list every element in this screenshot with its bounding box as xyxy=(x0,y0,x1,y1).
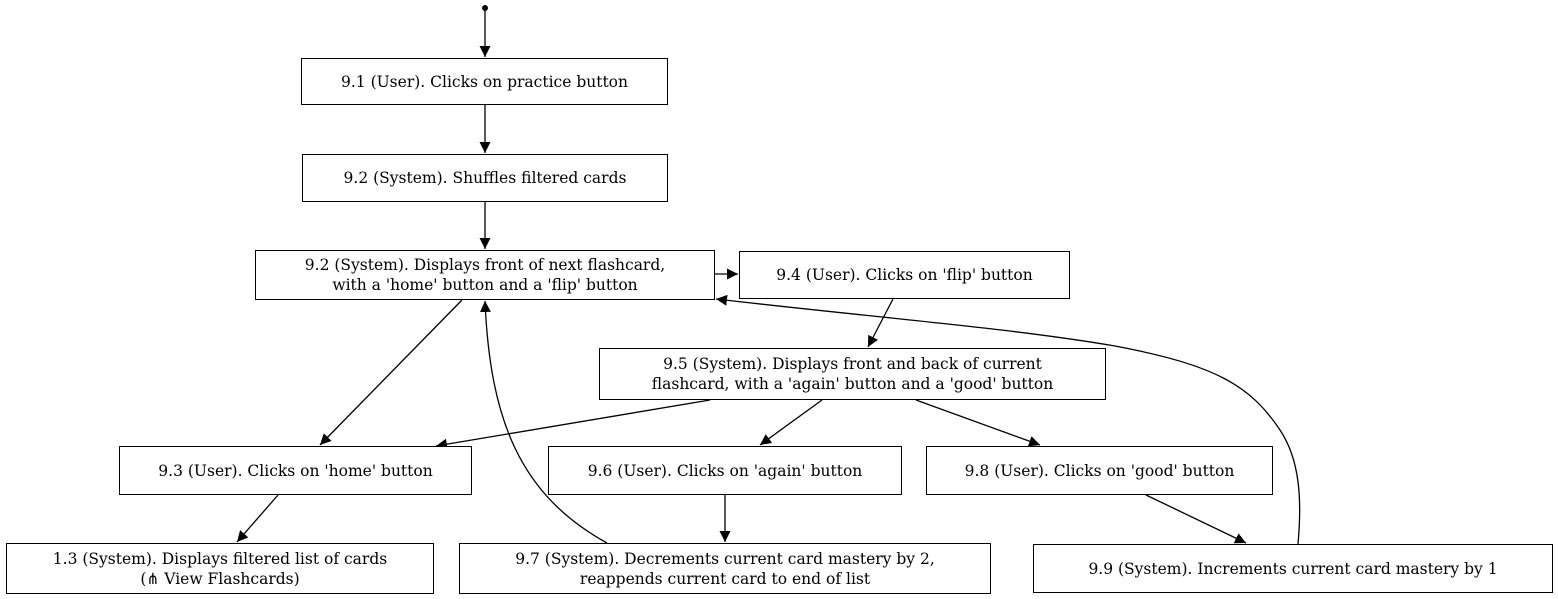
node-label-line-2: (⋔ View Flashcards) xyxy=(140,569,300,588)
edge-n95-to-n96 xyxy=(759,399,823,446)
start-point xyxy=(482,5,488,11)
edge-n95-to-n98 xyxy=(915,399,1041,447)
node-9-6-click-again: 9.6 (User). Clicks on 'again' button xyxy=(548,446,902,495)
node-label: 9.8 (User). Clicks on 'good' button xyxy=(964,461,1235,480)
node-9-2-shuffle-cards: 9.2 (System). Shuffles filtered cards xyxy=(302,154,668,202)
node-label-line-2: with a 'home' button and a 'flip' button xyxy=(332,276,638,294)
node-label: 9.4 (User). Clicks on 'flip' button xyxy=(776,266,1033,284)
node-label: 9.1 (User). Clicks on practice button xyxy=(341,72,628,91)
node-9-1-click-practice: 9.1 (User). Clicks on practice button xyxy=(301,58,668,105)
node-1-3-display-filtered-list: 1.3 (System). Displays filtered list of … xyxy=(6,543,434,594)
edge-n93-to-n13 xyxy=(236,494,279,543)
edge-n99-to-n92b xyxy=(715,294,1301,545)
node-label: 9.3 (User). Clicks on 'home' button xyxy=(158,461,433,480)
edge-n92b-to-n93 xyxy=(319,299,463,446)
node-label-line-2: reappends current card to end of list xyxy=(579,569,871,588)
node-label-line-1: 9.5 (System). Displays front and back of… xyxy=(663,355,1042,373)
node-9-3-click-home: 9.3 (User). Clicks on 'home' button xyxy=(119,446,472,495)
node-9-4-click-flip: 9.4 (User). Clicks on 'flip' button xyxy=(739,251,1070,299)
node-label-line-1: 1.3 (System). Displays filtered list of … xyxy=(52,549,388,568)
node-label-line-1: 9.7 (System). Decrements current card ma… xyxy=(515,549,935,568)
node-9-2-display-front: 9.2 (System). Displays front of next fla… xyxy=(255,250,715,300)
edge-n95-to-n93 xyxy=(435,399,711,450)
node-9-5-display-front-back: 9.5 (System). Displays front and back of… xyxy=(599,348,1106,400)
node-label-line-1: 9.2 (System). Displays front of next fla… xyxy=(304,256,666,274)
node-9-7-decrement-mastery: 9.7 (System). Decrements current card ma… xyxy=(459,543,991,594)
node-label: 9.2 (System). Shuffles filtered cards xyxy=(343,169,627,187)
edge-n97-to-n92b xyxy=(479,300,608,544)
node-9-8-click-good: 9.8 (User). Clicks on 'good' button xyxy=(926,446,1273,495)
edge-n94-to-n95 xyxy=(867,298,894,348)
node-label-line-2: flashcard, with a 'again' button and a '… xyxy=(651,375,1054,393)
node-9-9-increment-mastery: 9.9 (System). Increments current card ma… xyxy=(1033,544,1553,593)
node-label: 9.6 (User). Clicks on 'again' button xyxy=(587,461,863,480)
edge-n98-to-n99 xyxy=(1145,494,1247,544)
node-label: 9.9 (System). Increments current card ma… xyxy=(1088,559,1498,578)
